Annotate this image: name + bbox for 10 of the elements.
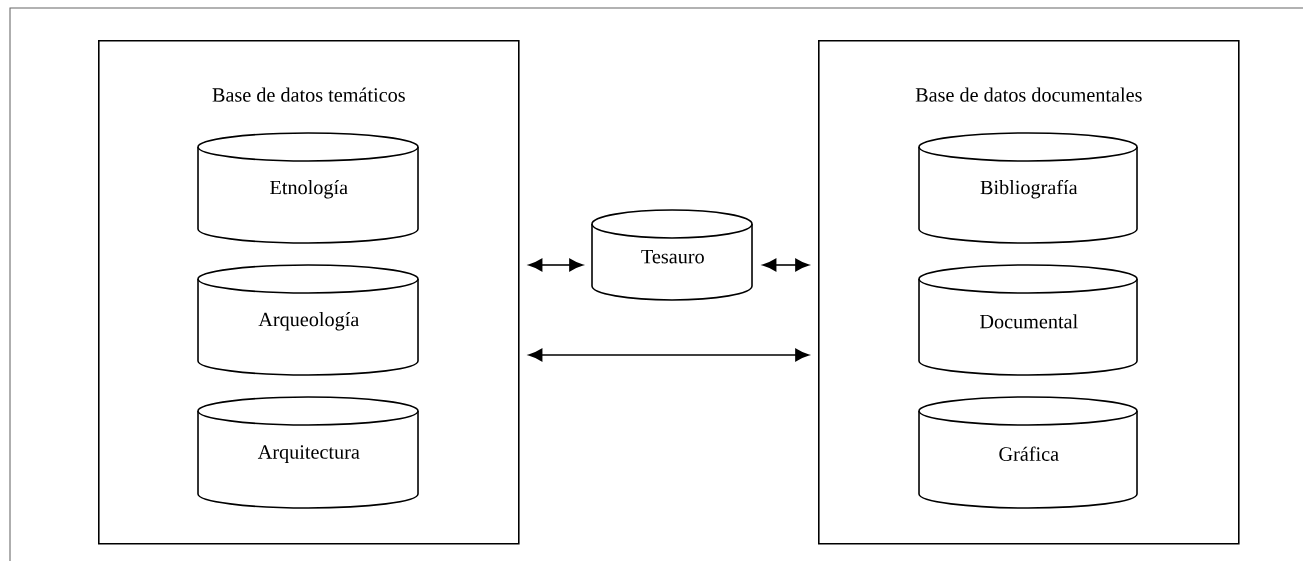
database-cylinder: Etnología	[197, 132, 419, 244]
database-cylinder: Documental	[918, 264, 1138, 376]
double-arrow	[528, 258, 583, 272]
database-cylinder: Arquitectura	[197, 396, 419, 509]
double-arrow	[762, 258, 809, 272]
database-cylinder: Gráfica	[918, 396, 1138, 509]
database-cylinder: Tesauro	[591, 209, 753, 301]
database-cylinder: Arqueología	[197, 264, 419, 376]
database-cylinder: Bibliografía	[918, 132, 1138, 244]
double-arrow	[528, 348, 809, 362]
